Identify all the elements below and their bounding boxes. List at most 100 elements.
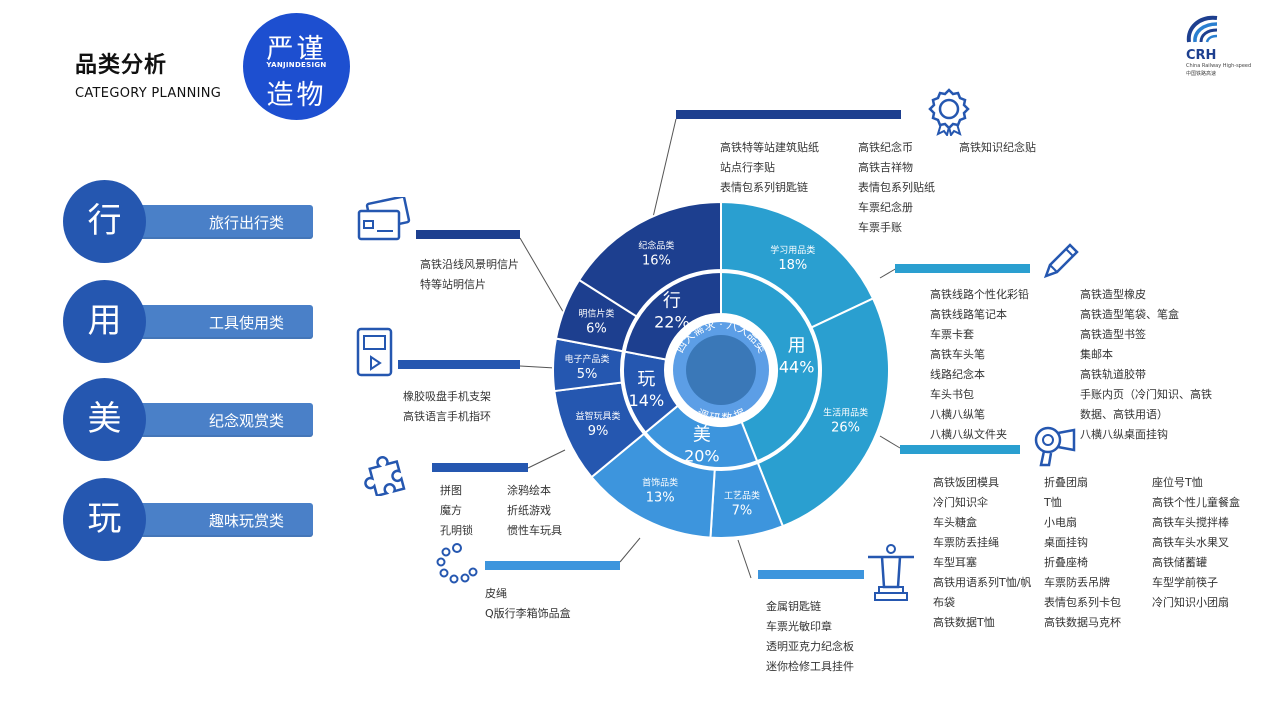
segment-label: 明信片类 (578, 308, 614, 320)
list-item: 惯性车玩具 (507, 524, 562, 537)
logo-line1: 严谨 (266, 34, 327, 65)
segment-percent: 7% (732, 503, 753, 518)
need-pill: 工具使用类 (113, 305, 313, 339)
list-item: 高铁数据T恤 (933, 616, 995, 629)
need-pill: 纪念观赏类 (113, 403, 313, 437)
segment-percent: 9% (588, 424, 609, 439)
inner-label: 玩 (637, 369, 655, 390)
bar-study (895, 264, 1030, 273)
logo-line2: 造物 (266, 80, 327, 111)
bar-living (900, 445, 1020, 454)
need-label: 纪念观赏类 (209, 412, 285, 430)
media-player-icon (356, 327, 393, 377)
need-circle: 美 (63, 378, 146, 461)
list-item: 金属钥匙链 (766, 600, 821, 613)
list-item: 高铁吉祥物 (858, 161, 913, 174)
inner-segment (623, 270, 722, 361)
segment-label: 益智玩具类 (576, 410, 621, 422)
list-item: 高铁造型橡皮 (1080, 288, 1146, 301)
list-item: 八横八纵桌面挂钩 (1080, 428, 1168, 441)
award-icon (928, 88, 970, 136)
list-item: 座位号T恤 (1152, 476, 1203, 489)
list-item: 表情包系列贴纸 (858, 181, 935, 194)
need-label: 趣味玩赏类 (209, 512, 285, 530)
list-item: 高铁语言手机指环 (403, 410, 491, 423)
list-item: 拼图 (440, 484, 462, 497)
list-item: 高铁个性儿童餐盒 (1152, 496, 1240, 509)
list-item: 高铁特等站建筑贴纸 (720, 141, 819, 154)
statue-icon (868, 544, 914, 601)
need-circle: 用 (63, 280, 146, 363)
inner-label: 用 (788, 336, 806, 357)
list-living-c: 座位号T恤 高铁个性儿童餐盒 高铁车头搅拌棒 高铁车头水果叉 高铁储蓄罐 车型学… (1152, 473, 1240, 613)
segment-percent: 13% (646, 490, 675, 505)
list-item: 手账内页（冷门知识、高铁 (1080, 388, 1212, 401)
bar-souvenir (676, 110, 901, 119)
list-item: 站点行李贴 (720, 161, 775, 174)
list-item: 表情包系列钥匙链 (720, 181, 808, 194)
bead-bracelet-icon (436, 543, 478, 584)
list-item: 高铁沿线风景明信片 (420, 258, 519, 271)
list-item: 孔明锁 (440, 524, 473, 537)
list-item: 车票防丢挂绳 (933, 536, 999, 549)
need-label: 工具使用类 (209, 314, 285, 332)
list-item: 小电扇 (1044, 516, 1077, 529)
crh-name: CRH (1186, 48, 1217, 63)
list-item: 高铁造型书签 (1080, 328, 1146, 341)
list-item: 特等站明信片 (420, 278, 486, 291)
list-puzzle-b: 涂鸦绘本 折纸游戏 惯性车玩具 (507, 481, 562, 541)
list-postcard: 高铁沿线风景明信片 特等站明信片 (420, 255, 519, 295)
list-item: 车型耳塞 (933, 556, 977, 569)
list-item: 车票手账 (858, 221, 902, 234)
list-item: 车头糖盒 (933, 516, 977, 529)
list-item: 折叠团扇 (1044, 476, 1088, 489)
list-item: 皮绳 (485, 587, 507, 600)
list-item: 车票防丢吊牌 (1044, 576, 1110, 589)
crh-emblem-icon (1186, 15, 1218, 43)
need-item-fun: 趣味玩赏类 玩 (63, 478, 313, 564)
segment-label: 纪念品类 (638, 240, 674, 252)
center-core (686, 335, 756, 405)
bar-electronic (398, 360, 520, 369)
list-item: 高铁线路笔记本 (930, 308, 1007, 321)
bar-jewelry (485, 561, 620, 570)
page-title: 品类分析 (75, 53, 168, 78)
list-item: 高铁造型笔袋、笔盒 (1080, 308, 1179, 321)
list-item: 高铁车头水果叉 (1152, 536, 1229, 549)
need-pill: 趣味玩赏类 (113, 503, 313, 537)
list-item: 迷你检修工具挂件 (766, 660, 854, 673)
page-subtitle: CATEGORY PLANNING (75, 86, 222, 101)
list-item: 布袋 (933, 596, 955, 609)
list-souvenir-c: 高铁知识纪念贴 (959, 138, 1036, 158)
list-item: 魔方 (440, 504, 462, 517)
list-souvenir-b: 高铁纪念币 高铁吉祥物 表情包系列贴纸 车票纪念册 车票手账 (858, 138, 935, 238)
logo-mid-text: YANJINDESIGN (266, 61, 327, 69)
list-item: 高铁轨道胶带 (1080, 368, 1146, 381)
bar-postcard (416, 230, 520, 239)
need-item-tool: 工具使用类 用 (63, 280, 313, 366)
need-item-travel: 旅行出行类 行 (63, 180, 313, 266)
pen-icon (1043, 243, 1079, 279)
list-craft: 金属钥匙链 车票光敏印章 透明亚克力纪念板 迷你检修工具挂件 (766, 597, 854, 677)
need-circle: 玩 (63, 478, 146, 561)
crh-sub: China Railway High-speed (1186, 63, 1252, 69)
list-item: 高铁车头搅拌棒 (1152, 516, 1229, 529)
list-item: Q版行李箱饰品盒 (485, 607, 571, 620)
list-item: 线路纪念本 (930, 368, 985, 381)
list-item: 高铁用语系列T恤/帆 (933, 576, 1032, 589)
list-item: 高铁知识纪念贴 (959, 141, 1036, 154)
list-item: 冷门知识小团扇 (1152, 596, 1229, 609)
outer-segment (577, 200, 722, 318)
list-item: 车型学前筷子 (1152, 576, 1218, 589)
segment-label: 工艺品类 (724, 489, 760, 501)
list-item: 高铁纪念币 (858, 141, 913, 154)
inner-percent: 14% (629, 391, 665, 410)
list-item: 数据、高铁用语） (1080, 408, 1168, 421)
list-item: 高铁储蓄罐 (1152, 556, 1207, 569)
list-item: 车票纪念册 (858, 201, 913, 214)
outer-segment (756, 297, 890, 528)
list-item: T恤 (1044, 496, 1062, 509)
segment-label: 学习用品类 (770, 244, 815, 256)
